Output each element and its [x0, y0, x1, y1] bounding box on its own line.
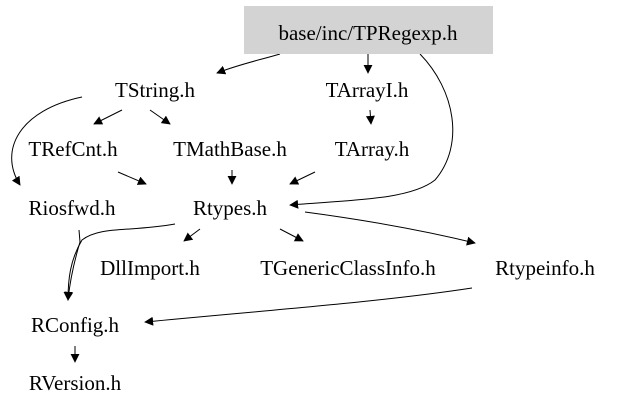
edge-tpregexp-to-tstring	[216, 53, 281, 75]
edge-tstring-to-trefcnt	[93, 109, 123, 125]
node-label: Rtypes.h	[193, 196, 268, 220]
node-label: Riosfwd.h	[29, 196, 116, 220]
node-tmathbase[interactable]: TMathBase.h	[173, 137, 287, 161]
node-label: TArrayI.h	[326, 78, 409, 102]
node-dllimport[interactable]: DllImport.h	[100, 256, 200, 280]
edge-trefcnt-to-rtypes	[117, 171, 147, 185]
node-label: TString.h	[115, 78, 195, 102]
node-trefcnt[interactable]: TRefCnt.h	[28, 137, 118, 161]
edge-rtypes-to-rconfig	[63, 223, 176, 301]
edge-tarrayi-to-tarray	[365, 109, 375, 125]
edge-tstring-to-riosfwd	[11, 96, 83, 186]
node-rconfig[interactable]: RConfig.h	[31, 313, 120, 337]
node-label: TArray.h	[335, 137, 410, 161]
node-label: TRefCnt.h	[28, 137, 118, 161]
edge-tpregexp-to-rtypes	[289, 53, 454, 209]
node-label: Rtypeinfo.h	[495, 256, 595, 280]
node-label: RConfig.h	[31, 313, 120, 337]
node-tstring[interactable]: TString.h	[115, 78, 195, 102]
node-label: RVersion.h	[29, 371, 122, 395]
node-label: TGenericClassInfo.h	[260, 256, 436, 280]
edge-tstring-to-tmathbase	[149, 109, 171, 125]
node-label: TMathBase.h	[173, 137, 287, 161]
edge-rtypeinfo-to-rconfig	[144, 287, 473, 326]
edge-rtypes-to-rtypeinfo	[304, 211, 476, 246]
node-riosfwd[interactable]: Riosfwd.h	[29, 196, 116, 220]
root-node-box	[244, 6, 493, 54]
node-rversion[interactable]: RVersion.h	[29, 371, 122, 395]
node-tpregexp[interactable]: base/inc/TPRegexp.h	[244, 6, 493, 54]
edge-riosfwd-to-rconfig	[64, 229, 81, 301]
node-tgenericclassinfo[interactable]: TGenericClassInfo.h	[260, 256, 436, 280]
edge-rtypes-to-tgenericclassinfo	[279, 228, 304, 242]
node-rtypeinfo[interactable]: Rtypeinfo.h	[495, 256, 595, 280]
edge-rtypes-to-dllimport	[183, 228, 201, 242]
node-rtypes[interactable]: Rtypes.h	[193, 196, 268, 220]
edges	[11, 53, 476, 363]
node-label: DllImport.h	[100, 256, 200, 280]
node-tarrayi[interactable]: TArrayI.h	[326, 78, 409, 102]
node-tarray[interactable]: TArray.h	[335, 137, 410, 161]
node-label: base/inc/TPRegexp.h	[278, 21, 458, 45]
edge-tarray-to-rtypes	[289, 171, 316, 185]
